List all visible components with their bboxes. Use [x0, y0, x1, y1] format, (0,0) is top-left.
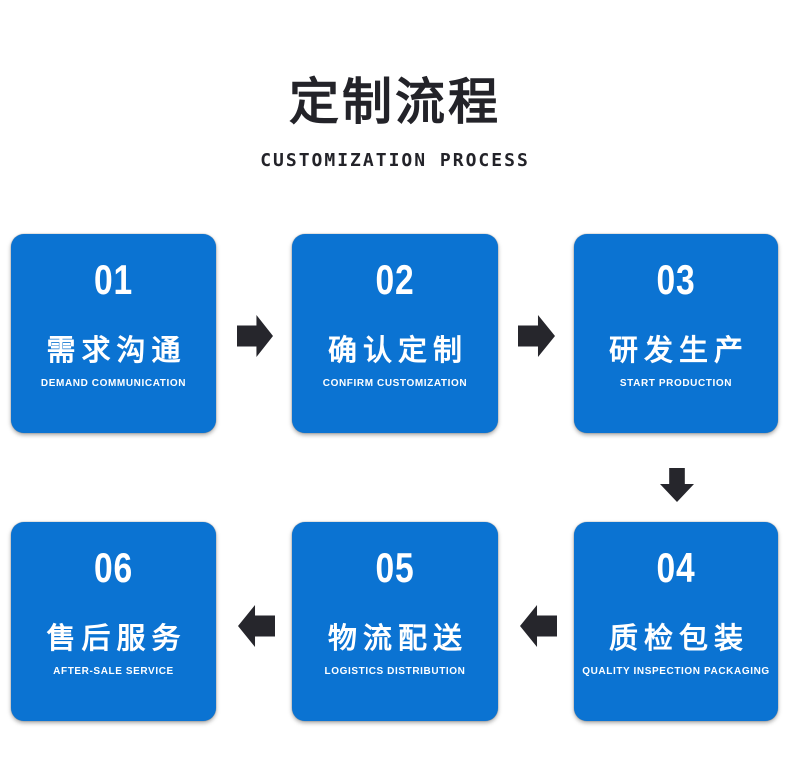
- step-title-en: CONFIRM CUSTOMIZATION: [322, 378, 468, 389]
- arrow-left-icon: [520, 605, 557, 647]
- step-title-en: AFTER-SALE SERVICE: [53, 666, 174, 677]
- arrow-right-icon: [518, 315, 555, 357]
- step-title-zh: 售后服务: [46, 623, 187, 655]
- step-number: 05: [375, 544, 415, 591]
- step-card-start-production: 03 研发生产 START PRODUCTION: [574, 234, 778, 433]
- step-card-quality-inspection-packaging: 04 质检包装 QUALITY INSPECTION PACKAGING: [574, 522, 778, 721]
- step-number: 04: [656, 544, 696, 591]
- page-subtitle: CUSTOMIZATION PROCESS: [260, 150, 530, 171]
- step-title-en: DEMAND COMMUNICATION: [40, 378, 187, 389]
- step-card-after-sale-service: 06 售后服务 AFTER-SALE SERVICE: [11, 522, 216, 721]
- step-title-zh: 研发生产: [608, 335, 749, 367]
- page-title: 定制流程: [289, 74, 501, 130]
- step-card-logistics-distribution: 05 物流配送 LOGISTICS DISTRIBUTION: [292, 522, 498, 721]
- step-title-zh: 确认定制: [327, 335, 468, 367]
- step-title-en: QUALITY INSPECTION PACKAGING: [582, 666, 770, 677]
- arrow-down-icon: [660, 468, 694, 502]
- arrow-right-icon: [237, 315, 273, 357]
- step-title-zh: 质检包装: [608, 623, 749, 655]
- step-number: 03: [656, 256, 696, 303]
- step-number: 01: [94, 256, 133, 303]
- step-title-en: START PRODUCTION: [619, 378, 733, 389]
- step-card-demand-communication: 01 需求沟通 DEMAND COMMUNICATION: [11, 234, 216, 433]
- arrow-left-icon: [238, 605, 275, 647]
- step-card-confirm-customization: 02 确认定制 CONFIRM CUSTOMIZATION: [292, 234, 498, 433]
- step-number: 02: [375, 256, 415, 303]
- step-title-zh: 物流配送: [327, 623, 468, 655]
- step-number: 06: [94, 544, 133, 591]
- step-title-en: LOGISTICS DISTRIBUTION: [324, 666, 466, 677]
- step-title-zh: 需求沟通: [46, 335, 187, 367]
